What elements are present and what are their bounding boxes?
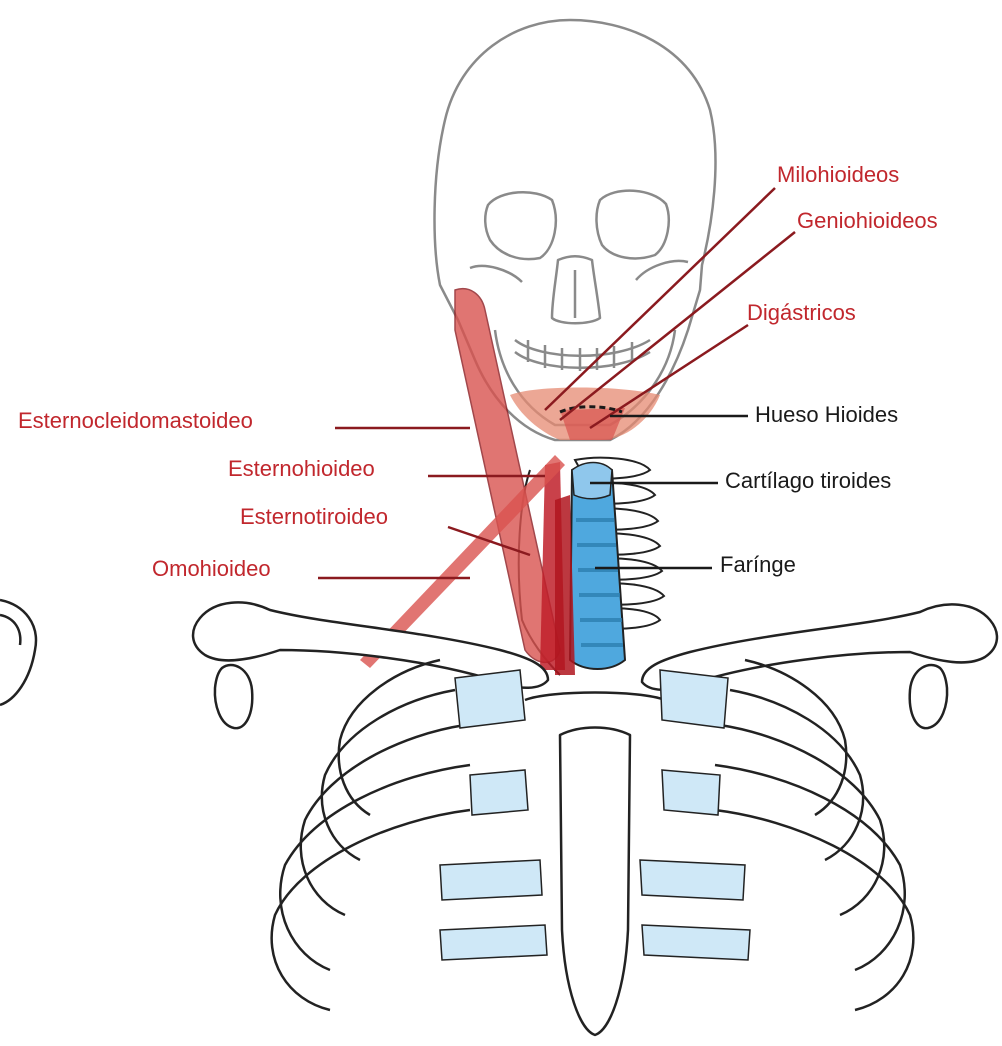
- label-milohioideos: Milohioideos: [777, 162, 899, 188]
- label-esternocleidomastoideo: Esternocleidomastoideo: [18, 408, 253, 434]
- label-faringe: Farínge: [720, 552, 796, 578]
- label-geniohioideos: Geniohioideos: [797, 208, 938, 234]
- rib-cage: [272, 660, 914, 1035]
- right-scapula-ring: [910, 665, 947, 728]
- label-hueso-hioides: Hueso Hioides: [755, 402, 898, 428]
- label-omohioideo: Omohioideo: [152, 556, 271, 582]
- hyoid-muscles: [510, 388, 660, 441]
- thyroid-cartilage: [572, 463, 612, 499]
- label-esternotiroideo: Esternotiroideo: [240, 504, 388, 530]
- label-digastricos: Digástricos: [747, 300, 856, 326]
- sternum: [560, 728, 630, 1036]
- label-esternohioideo: Esternohioideo: [228, 456, 375, 482]
- label-cartilago-tiroides: Cartílago tiroides: [725, 468, 891, 494]
- right-orbit: [596, 191, 668, 259]
- left-scapula-ring: [215, 665, 252, 728]
